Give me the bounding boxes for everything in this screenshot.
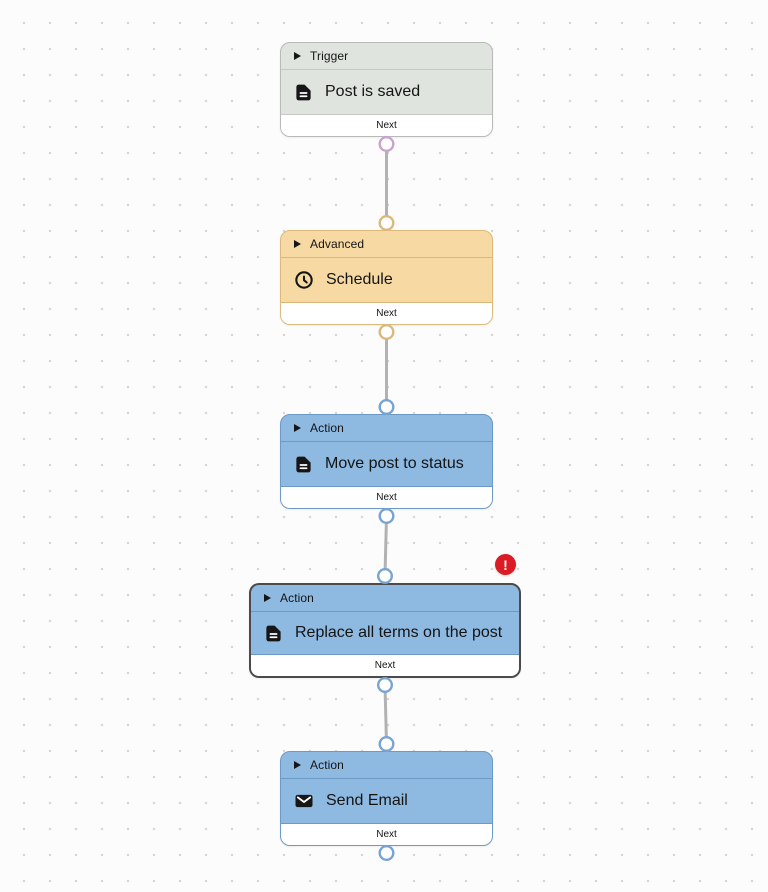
node-category-label: Advanced	[310, 237, 365, 251]
node-action-move-post-to-status[interactable]: Action Move post to status Next	[280, 414, 493, 509]
connector-line	[383, 684, 388, 745]
node-action-replace-all-terms[interactable]: Action Replace all terms on the post Nex…	[249, 583, 521, 678]
connection-port-out[interactable]	[377, 677, 394, 694]
node-body: Post is saved	[281, 70, 492, 114]
node-category-label: Action	[310, 421, 344, 435]
expand-triangle-icon[interactable]	[294, 761, 301, 769]
node-header[interactable]: Trigger	[281, 43, 492, 70]
expand-triangle-icon[interactable]	[264, 594, 271, 602]
document-icon	[294, 83, 313, 102]
node-body: Move post to status	[281, 442, 492, 486]
node-trigger-post-is-saved[interactable]: Trigger Post is saved Next	[280, 42, 493, 137]
clock-icon	[294, 270, 314, 290]
node-header[interactable]: Advanced	[281, 231, 492, 258]
document-icon	[264, 624, 283, 643]
node-title: Move post to status	[325, 455, 464, 472]
node-header[interactable]: Action	[281, 752, 492, 779]
node-body: Replace all terms on the post	[251, 612, 519, 654]
connector-line	[383, 515, 388, 577]
connection-port-out[interactable]	[378, 508, 395, 525]
node-footer-next: Next	[281, 823, 492, 845]
next-label: Next	[376, 308, 397, 319]
node-title: Replace all terms on the post	[295, 624, 503, 641]
error-badge[interactable]: !	[495, 554, 516, 575]
node-header[interactable]: Action	[251, 585, 519, 612]
node-footer-next: Next	[281, 486, 492, 508]
node-header[interactable]: Action	[281, 415, 492, 442]
next-label: Next	[376, 120, 397, 131]
node-title: Schedule	[326, 271, 393, 288]
next-label: Next	[376, 829, 397, 840]
node-footer-next: Next	[251, 654, 519, 676]
expand-triangle-icon[interactable]	[294, 424, 301, 432]
connection-port-in[interactable]	[378, 736, 395, 753]
node-title: Post is saved	[325, 83, 421, 100]
connection-port-out[interactable]	[378, 324, 395, 341]
expand-triangle-icon[interactable]	[294, 240, 301, 248]
node-title: Send Email	[326, 792, 408, 809]
next-label: Next	[374, 660, 396, 671]
next-label: Next	[376, 492, 397, 503]
connection-port-out[interactable]	[378, 845, 395, 862]
connection-port-out[interactable]	[378, 135, 395, 152]
node-body: Send Email	[281, 779, 492, 823]
node-advanced-schedule[interactable]: Advanced Schedule Next	[280, 230, 493, 325]
node-category-label: Action	[280, 591, 314, 605]
node-body: Schedule	[281, 258, 492, 302]
node-footer-next: Next	[281, 114, 492, 136]
connection-port-in[interactable]	[378, 399, 395, 416]
connection-port-in[interactable]	[378, 214, 395, 231]
connection-port-in[interactable]	[377, 568, 394, 585]
node-category-label: Action	[310, 758, 344, 772]
document-icon	[294, 455, 313, 474]
mail-icon	[294, 791, 314, 811]
node-action-send-email[interactable]: Action Send Email Next	[280, 751, 493, 846]
node-category-label: Trigger	[310, 49, 349, 63]
expand-triangle-icon[interactable]	[294, 52, 301, 60]
node-footer-next: Next	[281, 302, 492, 324]
